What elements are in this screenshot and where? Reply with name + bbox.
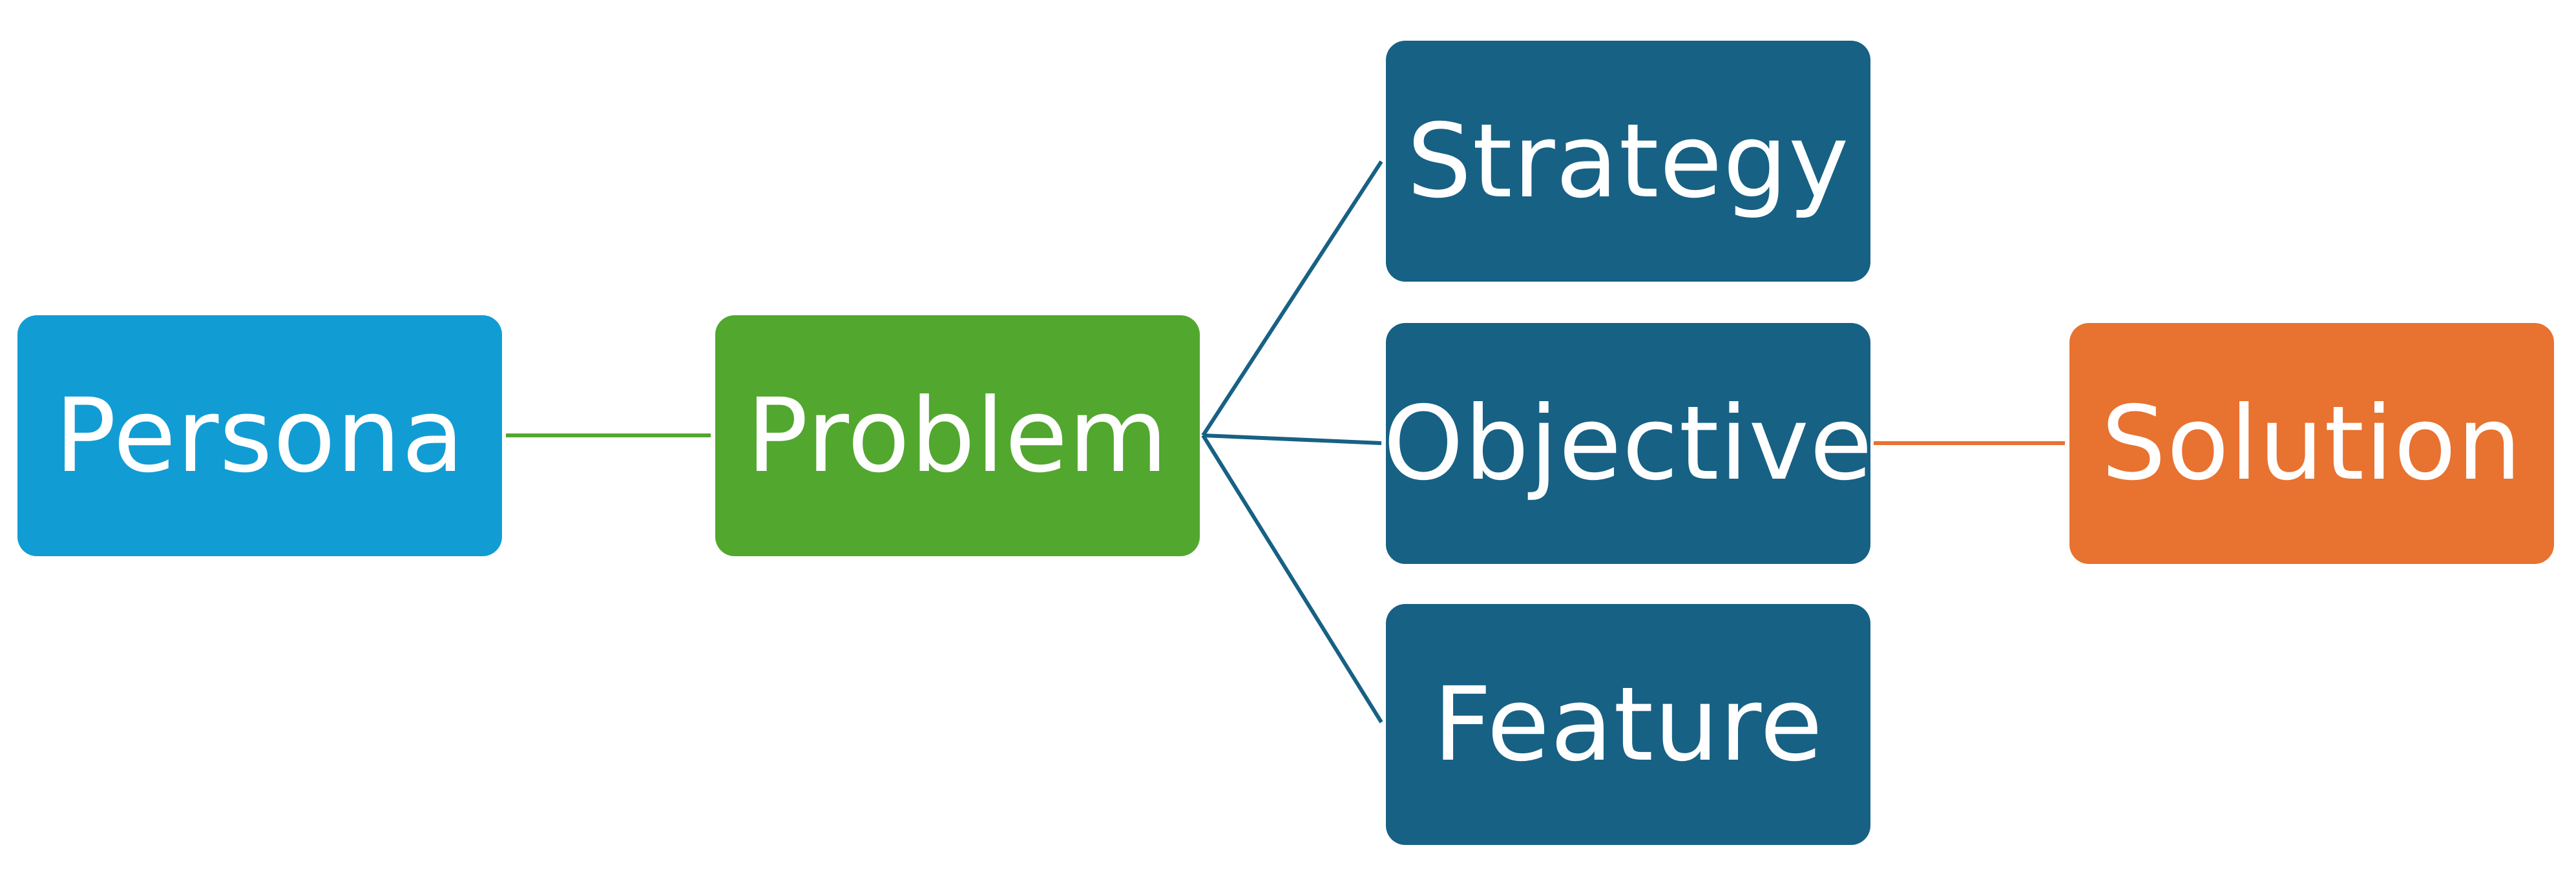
- persona-label: Persona: [54, 376, 465, 495]
- feature-node: Feature: [1386, 604, 1870, 845]
- persona-node: Persona: [17, 315, 502, 556]
- strategy-label: Strategy: [1407, 101, 1850, 221]
- link-problem-strategy: [1201, 160, 1383, 437]
- objective-node: Objective: [1383, 323, 1874, 564]
- problem-node: Problem: [715, 315, 1200, 556]
- strategy-node: Strategy: [1386, 41, 1870, 282]
- feature-label: Feature: [1432, 665, 1824, 784]
- link-problem-feature: [1201, 434, 1383, 724]
- objective-label: Objective: [1383, 384, 1874, 503]
- solution-label: Solution: [2101, 384, 2522, 503]
- solution-node: Solution: [2069, 323, 2554, 564]
- problem-label: Problem: [746, 376, 1169, 495]
- link-problem-objective: [1202, 433, 1382, 445]
